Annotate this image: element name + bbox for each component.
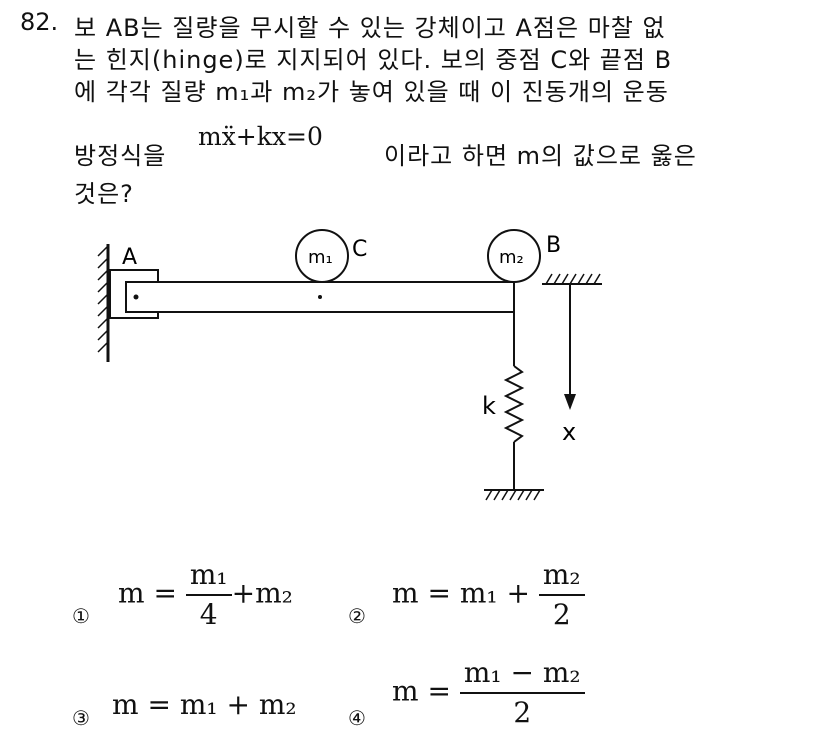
label-x: x bbox=[562, 418, 576, 446]
choice-4-denominator: 2 bbox=[513, 696, 532, 729]
choice-1[interactable]: m = m₁ 4 +m₂ bbox=[118, 556, 293, 634]
choice-1-fraction: m₁ 4 bbox=[185, 556, 232, 634]
choice-3[interactable]: m = m₁ + m₂ bbox=[112, 688, 297, 721]
choice-4-fraction: m₁ − m₂ 2 bbox=[459, 654, 585, 732]
question-line-3: 에 각각 질량 m₁과 m₂가 놓여 있을 때 이 진동개의 운동 bbox=[74, 78, 669, 106]
choice-2-fraction: m₂ 2 bbox=[538, 556, 585, 634]
mass1-label: m₁ bbox=[308, 247, 333, 268]
ceiling-support-b bbox=[542, 273, 602, 285]
mass1-circle bbox=[295, 229, 349, 283]
label-c: C bbox=[352, 237, 367, 262]
equation-of-motion: mẍ+kx=0 bbox=[198, 122, 323, 151]
question-line-1: 보 AB는 질량을 무시할 수 있는 강체이고 A점은 마찰 없 bbox=[74, 14, 666, 42]
choice-2[interactable]: m = m₁ + m₂ 2 bbox=[392, 556, 585, 634]
choice-4-numerator: m₁ − m₂ bbox=[459, 654, 585, 694]
choice-1-lhs: m = bbox=[118, 576, 177, 610]
mass2-circle bbox=[487, 229, 541, 283]
choice-2-denominator: 2 bbox=[552, 598, 571, 631]
choice-2-numerator: m₂ bbox=[538, 556, 585, 596]
wall-support-a bbox=[97, 244, 110, 362]
label-b: B bbox=[546, 233, 561, 258]
question-line-5: 것은? bbox=[74, 180, 134, 208]
question-number: 82. bbox=[20, 8, 59, 36]
choice-4-marker[interactable]: ④ bbox=[348, 706, 366, 730]
displacement-arrow bbox=[564, 284, 576, 410]
midpoint-c-dot bbox=[318, 295, 322, 299]
choice-2-marker[interactable]: ② bbox=[348, 604, 366, 628]
choice-1-numerator: m₁ bbox=[185, 556, 232, 596]
choice-1-marker[interactable]: ① bbox=[72, 604, 90, 628]
label-k: k bbox=[482, 392, 496, 420]
choice-1-denominator: 4 bbox=[199, 598, 218, 631]
mass2-label: m₂ bbox=[499, 247, 524, 268]
question-line-2: 는 힌지(hinge)로 지지되어 있다. 보의 중점 C와 끝점 B bbox=[74, 46, 673, 74]
spring-k bbox=[503, 312, 525, 490]
question-line-4-suffix: 이라고 하면 m의 값으로 옳은 bbox=[384, 142, 697, 170]
choice-2-lhs: m = m₁ + bbox=[392, 576, 530, 610]
ground-support bbox=[484, 489, 544, 501]
question-line-4-prefix: 방정식을 bbox=[74, 142, 167, 170]
choice-4[interactable]: m = m₁ − m₂ 2 bbox=[392, 654, 585, 732]
choice-3-marker[interactable]: ③ bbox=[72, 706, 90, 730]
choice-4-lhs: m = bbox=[392, 674, 451, 708]
hinge-pin bbox=[133, 294, 139, 300]
choice-1-rest: +m₂ bbox=[231, 576, 293, 610]
beam-diagram: A m₁ C m₂ B x k bbox=[97, 229, 602, 501]
label-a: A bbox=[122, 245, 137, 270]
